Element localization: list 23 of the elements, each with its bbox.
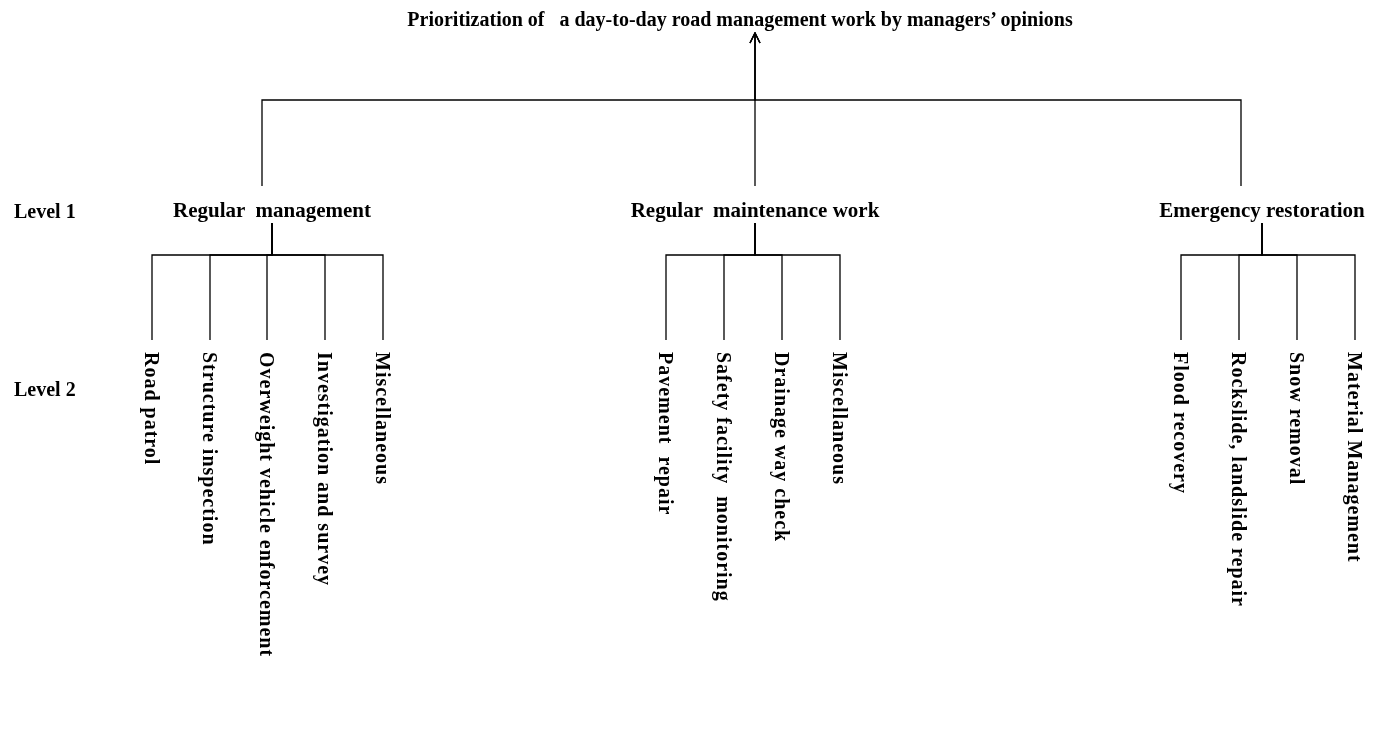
item-label: Investigation and survey [314,352,336,587]
item-label: Miscellaneous [372,352,394,485]
connector-line [271,222,384,341]
item-label: Structure inspection [199,352,221,546]
level-label: Level 1 [14,200,76,223]
connector-line [1261,222,1356,341]
category-label: Emergency restoration [1159,198,1365,223]
arrow [749,32,1242,187]
category-label: Regular management [173,198,371,223]
item-label: Pavement repair [655,352,677,516]
connector-line [754,222,841,341]
item-label: Safety facility monitoring [713,352,735,602]
item-label: Road patrol [141,352,163,466]
item-label: Drainage way check [771,352,793,543]
item-label: Miscellaneous [829,352,851,485]
item-label: Rockslide, landslide repair [1228,352,1250,607]
title-text: Prioritization of a day-to-day road management work by managers’ opinions [407,8,1073,31]
item-label: Flood recovery [1170,352,1192,494]
item-label: Overweight vehicle enforcement [256,352,278,658]
level-label: Level 2 [14,378,76,401]
item-label: Snow removal [1286,352,1308,486]
category-label: Regular maintenance work [630,198,880,223]
item-label: Material Management [1344,352,1366,563]
